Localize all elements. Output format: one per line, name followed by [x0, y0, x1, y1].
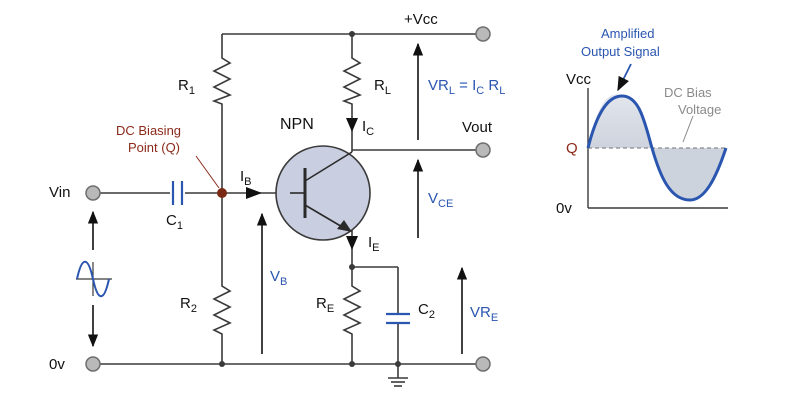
waveform-title-line1: Amplified — [601, 26, 654, 41]
terminals — [85, 26, 491, 372]
ie-arrow — [346, 236, 358, 250]
biasing-label-line2: Point (Q) — [128, 140, 180, 155]
waveform-sine — [586, 94, 728, 202]
vre-label: VRE — [470, 304, 498, 324]
waveform-vcc-label: Vcc — [566, 71, 592, 88]
c2-label: C2 — [418, 301, 435, 321]
waveform-q-label: Q — [566, 140, 578, 157]
node-dots — [217, 31, 401, 367]
ie-label: IE — [368, 234, 380, 254]
vb-label: VB — [270, 268, 287, 288]
ib-arrow — [246, 187, 262, 199]
ground-terminal-left — [85, 356, 101, 372]
input-sine-icon — [76, 260, 112, 298]
capacitor-c2 — [386, 312, 410, 325]
ib-label: IB — [240, 168, 252, 188]
npn-transistor — [275, 145, 371, 241]
r2-label: R2 — [180, 295, 197, 315]
ic-label: IC — [362, 118, 374, 138]
ground-label: 0v — [49, 356, 65, 373]
capacitor-c1 — [171, 181, 184, 205]
vout-terminal — [475, 142, 491, 158]
ic-arrow — [346, 118, 358, 132]
r1-label: R1 — [178, 77, 195, 97]
resistor-re — [342, 283, 362, 338]
output-waveform — [586, 63, 728, 209]
vin-terminal — [85, 185, 101, 201]
vrl-equation: VRL = IC RL — [428, 77, 505, 97]
vce-label: VCE — [428, 190, 453, 210]
rl-label: RL — [374, 77, 391, 97]
bias-label-line1: DC Bias — [664, 85, 712, 100]
vin-label: Vin — [49, 184, 70, 201]
biasing-point-dot — [217, 188, 227, 198]
biasing-pointer — [195, 155, 220, 189]
vcc-label: +Vcc — [404, 11, 438, 28]
re-label: RE — [316, 295, 334, 315]
waveform-0v-label: 0v — [556, 200, 572, 217]
c1-label: C1 — [166, 212, 183, 232]
bias-label-line2: Voltage — [678, 102, 721, 117]
vcc-terminal — [475, 26, 491, 42]
vout-label: Vout — [462, 119, 493, 136]
ground-terminal-right — [475, 356, 491, 372]
resistor-r2 — [212, 283, 232, 338]
biasing-label-line1: DC Biasing — [116, 123, 181, 138]
npn-label: NPN — [280, 116, 314, 133]
resistor-rl — [341, 55, 362, 108]
resistor-r1 — [211, 55, 232, 108]
waveform-title-line2: Output Signal — [581, 44, 660, 59]
